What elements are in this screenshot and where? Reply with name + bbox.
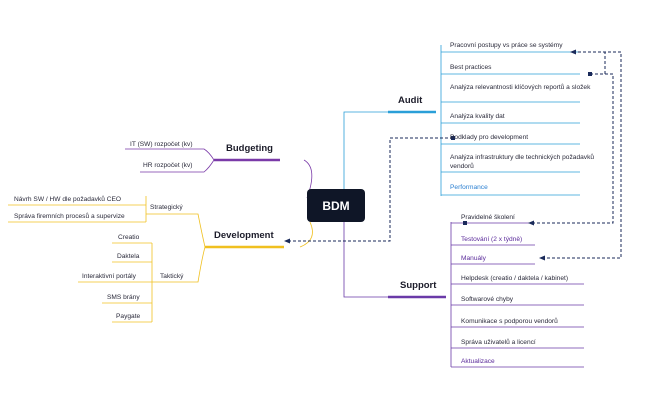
audit-item-7: Performance	[450, 184, 488, 191]
support-item-2: Testování (2 x týdně)	[461, 236, 523, 243]
development-tactical-label: Taktický	[160, 273, 184, 280]
audit-item-2: Best practices	[450, 64, 492, 71]
audit-item-6: Analýza infrastruktury dle technických p…	[450, 154, 595, 170]
support-item-8: Aktualizace	[461, 358, 495, 365]
audit-item-3: Analýza relevantnosti klíčových reportů …	[450, 84, 591, 91]
support-connectors	[343, 222, 584, 368]
branch-development-label: Development	[214, 230, 274, 241]
support-item-4: Helpdesk (creatio / daktela / kabinet)	[461, 275, 569, 282]
strategic-item-2: Správa firemních procesů a supervize	[14, 213, 125, 220]
audit-item-5: Podklady pro development	[450, 134, 529, 141]
tactical-item-2: Daktela	[117, 253, 140, 260]
central-node: BDM	[307, 189, 365, 222]
development-strategic-label: Strategický	[150, 204, 183, 211]
central-node-label: BDM	[322, 198, 350, 213]
audit-connectors	[343, 45, 580, 196]
support-item-1: Pravidelné školení	[461, 214, 515, 221]
branch-support-label: Support	[400, 280, 437, 291]
branch-audit-label: Audit	[398, 95, 423, 106]
budgeting-item-1: IT (SW) rozpočet (kv)	[130, 141, 193, 148]
arrow-markers	[284, 49, 592, 261]
support-item-3: Manuály	[461, 255, 486, 262]
support-item-6: Komunikace s podporou vendorů	[461, 318, 558, 325]
strategic-item-1: Návrh SW / HW dle požadavků CEO	[14, 196, 122, 203]
budgeting-item-2: HR rozpočet (kv)	[143, 162, 193, 169]
budgeting-connectors	[125, 148, 313, 199]
tactical-item-5: Paygate	[116, 313, 141, 320]
audit-item-1: Pracovní postupy vs práce se systémy	[450, 42, 563, 49]
branch-budgeting-label: Budgeting	[226, 143, 273, 154]
audit-item-4: Analýza kvality dat	[450, 113, 505, 120]
development-connectors	[8, 196, 313, 323]
support-item-7: Správa uživatelů a licencí	[461, 339, 536, 346]
support-item-5: Softwarové chyby	[461, 296, 514, 303]
relationship-arrows	[288, 51, 622, 259]
tactical-item-4: SMS brány	[107, 294, 140, 301]
tactical-item-1: Creatio	[118, 234, 140, 241]
tactical-item-3: Interaktivní portály	[82, 273, 136, 280]
